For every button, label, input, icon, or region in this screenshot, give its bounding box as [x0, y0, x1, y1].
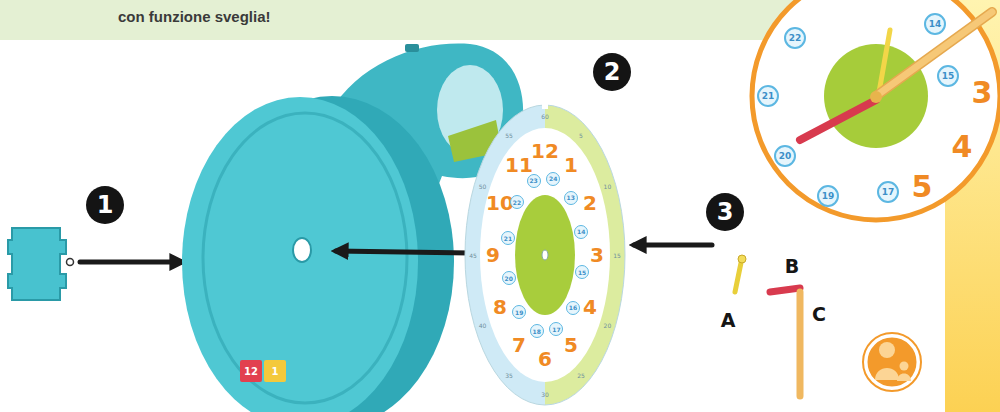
- zoom-24h-number: 22: [784, 27, 806, 49]
- zoom-24h-number: 14: [924, 13, 946, 35]
- minute-number: 35: [505, 372, 513, 379]
- hand-b: [770, 288, 800, 292]
- child-body: [897, 374, 911, 382]
- callout-label: 3: [717, 198, 734, 226]
- hour-tab: [264, 360, 286, 382]
- dial-center: [515, 195, 575, 315]
- 24h-number: 22: [510, 195, 524, 209]
- hour-number: 8: [493, 295, 507, 319]
- minute-number: 15: [613, 252, 621, 259]
- callout-number: 1: [86, 186, 124, 224]
- 24h-number: 18: [530, 324, 544, 338]
- hand-pivot: [738, 255, 746, 263]
- mechanism-block: [8, 228, 66, 300]
- dial-notch: [542, 103, 548, 109]
- 24h-number: 21: [501, 231, 515, 245]
- callout-label: 1: [97, 191, 114, 219]
- zoom-red-hand: [800, 100, 876, 140]
- dial-hole: [542, 250, 548, 260]
- body-hole: [293, 238, 311, 262]
- minute-number: 50: [479, 182, 487, 189]
- child-head: [900, 362, 909, 371]
- minute-number: 30: [541, 391, 549, 398]
- zoom-hour-number: 4: [952, 129, 973, 164]
- callout-number: 3: [706, 193, 744, 231]
- minute-number: 40: [479, 321, 487, 328]
- tab-number: 12: [244, 366, 258, 377]
- clock-body-front: [182, 97, 418, 412]
- minute-number: 10: [604, 182, 612, 189]
- callout-number: 2: [593, 53, 631, 91]
- assembly-arrow: [80, 260, 182, 265]
- hour-tab: [240, 360, 262, 382]
- minute-number: 45: [469, 252, 477, 259]
- dial-face: [480, 128, 610, 382]
- adult-head: [879, 342, 895, 358]
- zoom-hour-number: 5: [912, 169, 933, 204]
- 24h-number: 23: [527, 174, 541, 188]
- 24h-number: 24: [546, 172, 560, 186]
- hour-number: 7: [512, 333, 526, 357]
- zoom-circle: [752, 0, 1000, 220]
- badge-ring: [863, 333, 921, 391]
- zoom-24h-number: 15: [937, 65, 959, 87]
- zoom-24h-number: 21: [757, 85, 779, 107]
- minute-number: 55: [505, 131, 513, 138]
- heading: con funzione sveglia!: [118, 8, 271, 25]
- zoom-pivot: [870, 91, 882, 103]
- hour-number: 2: [583, 191, 597, 215]
- 24h-number: 17: [549, 322, 563, 336]
- minute-number: 25: [577, 372, 585, 379]
- 24h-number: 14: [574, 225, 588, 239]
- hour-number: 4: [583, 295, 597, 319]
- zoom-24h-number: 17: [877, 181, 899, 203]
- dial-edge: [465, 105, 625, 405]
- tab-number: 1: [272, 366, 279, 377]
- hour-number: 12: [531, 139, 559, 163]
- zoom-hour-number: 3: [972, 75, 993, 110]
- assembly-arrow: [634, 243, 712, 248]
- hour-number: 6: [538, 347, 552, 371]
- 24h-number: 19: [512, 305, 526, 319]
- 24h-number: 13: [564, 191, 578, 205]
- handle-slot: [405, 44, 419, 52]
- hour-number: 3: [590, 243, 604, 267]
- hour-number: 9: [486, 243, 500, 267]
- minute-number: 60: [541, 113, 549, 120]
- adult-body: [875, 368, 899, 380]
- body-rim: [203, 113, 407, 403]
- part-letter: B: [785, 255, 799, 277]
- adult-help-badge: [866, 336, 918, 388]
- 24h-number: 15: [575, 265, 589, 279]
- hour-number: 5: [564, 333, 578, 357]
- zoom-24h-number: 19: [817, 185, 839, 207]
- assembly-arrow: [336, 251, 470, 253]
- 24h-number: 20: [502, 271, 516, 285]
- minute-number: 5: [579, 131, 583, 138]
- part-letter: C: [812, 303, 826, 325]
- axle: [67, 259, 74, 266]
- part-letter: A: [721, 309, 736, 331]
- zoom-24h-number: 20: [774, 145, 796, 167]
- zoom-dial-center: [824, 44, 928, 148]
- callout-label: 2: [604, 58, 621, 86]
- 24h-number: 16: [566, 301, 580, 315]
- minute-number: 20: [604, 321, 612, 328]
- hour-number: 1: [564, 153, 578, 177]
- hand-c: [797, 292, 804, 396]
- hour-number: 11: [505, 153, 533, 177]
